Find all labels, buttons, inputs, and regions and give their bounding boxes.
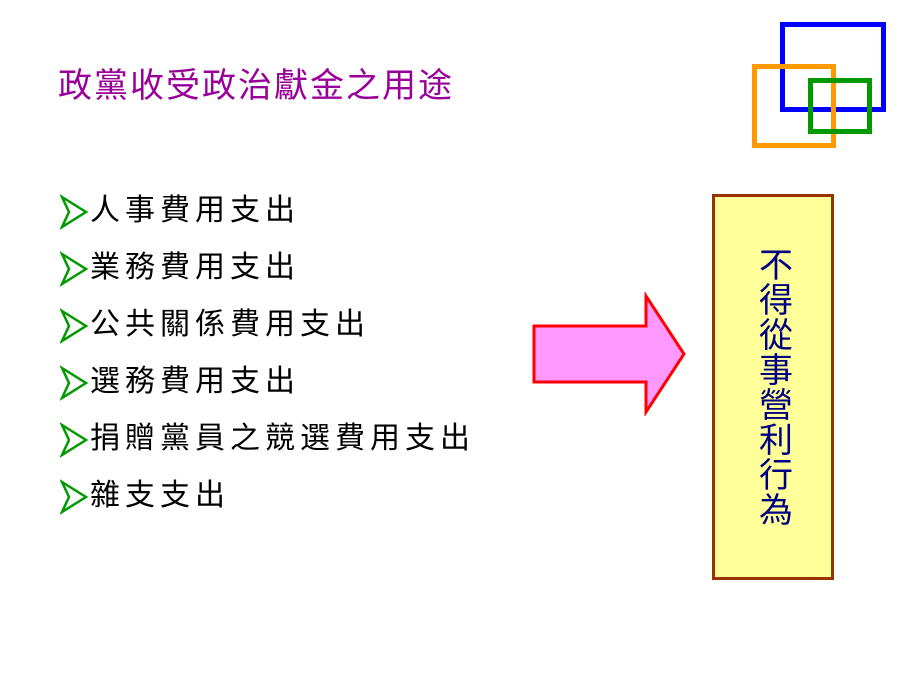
chevron-arrow-icon xyxy=(60,422,89,458)
decor-orange-square xyxy=(752,64,836,148)
list-item: 捐贈黨員之競選費用支出 xyxy=(60,416,475,473)
chevron-arrow-icon xyxy=(60,194,89,230)
list-item: 選務費用支出 xyxy=(60,359,475,416)
list-item: 人事費用支出 xyxy=(60,188,475,245)
slide-title: 政黨收受政治獻金之用途 xyxy=(58,66,454,106)
conclusion-text: 不得從事營利行為 xyxy=(752,247,793,527)
right-arrow-icon xyxy=(532,292,686,416)
chevron-arrow-icon xyxy=(60,479,89,515)
list-item: 雜支支出 xyxy=(60,473,475,530)
chevron-arrow-icon xyxy=(60,251,89,287)
list-item-label: 業務費用支出 xyxy=(90,250,300,285)
list-item: 業務費用支出 xyxy=(60,245,475,302)
list-item: 公共關係費用支出 xyxy=(60,302,475,359)
decor-green-square xyxy=(808,78,872,134)
chevron-arrow-icon xyxy=(60,365,89,401)
list-item-label: 人事費用支出 xyxy=(90,193,300,228)
list-item-label: 雜支支出 xyxy=(90,478,230,513)
list-item-label: 公共關係費用支出 xyxy=(90,307,370,342)
list-item-label: 選務費用支出 xyxy=(90,364,300,399)
chevron-arrow-icon xyxy=(60,308,89,344)
conclusion-box: 不得從事營利行為 xyxy=(712,194,834,580)
list-item-label: 捐贈黨員之競選費用支出 xyxy=(90,421,475,456)
usage-list: 人事費用支出 業務費用支出 公共關係費用支出 選務費用支出 捐贈黨員之競選費用支… xyxy=(60,188,475,530)
